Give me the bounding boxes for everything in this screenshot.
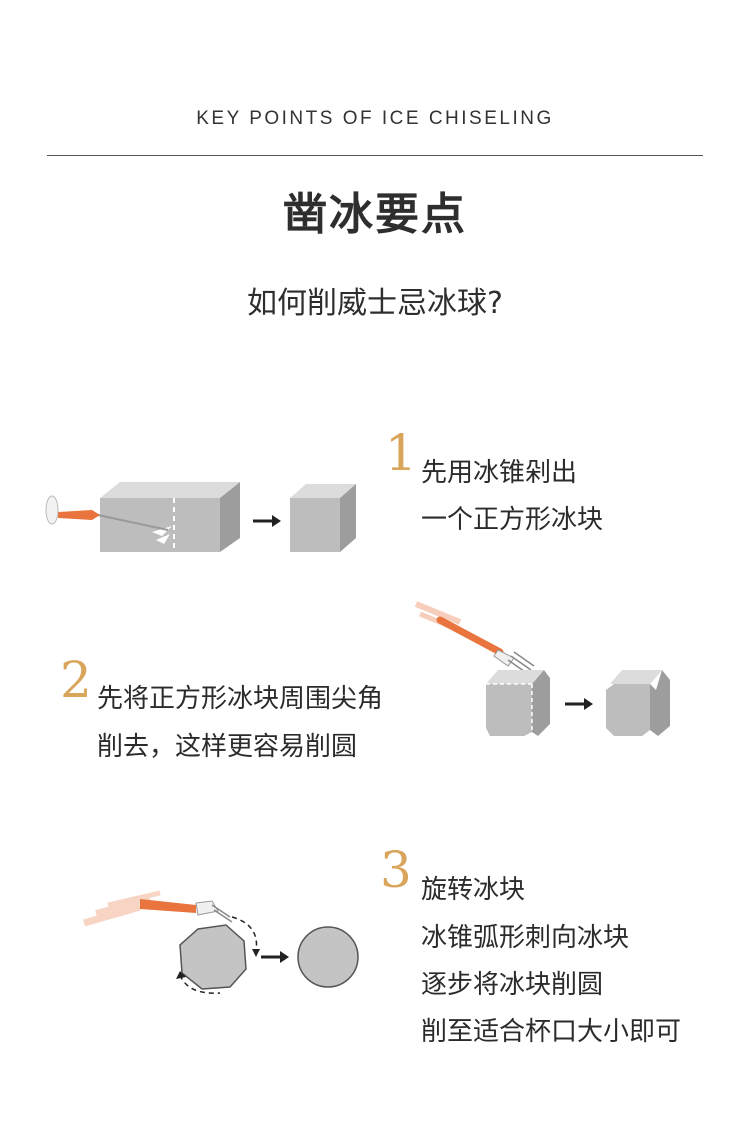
- step3-text-line-3: 逐步将冰块削圆: [421, 970, 604, 1000]
- step1-text-line-2: 一个正方形冰块: [421, 505, 604, 535]
- step-number-2: 2: [60, 651, 92, 709]
- step3-text-line-2: 冰锥弧形刺向冰块: [421, 923, 630, 953]
- step2-text-line-2: 削去，这样更容易削圆: [97, 732, 358, 762]
- step2-text-line-1: 先将正方形冰块周围尖角: [97, 684, 384, 714]
- step3-illustration: [83, 890, 359, 994]
- ice-cube-small: [290, 484, 356, 552]
- step-number-1: 1: [385, 424, 417, 482]
- step3-text-line-4: 削至适合杯口大小即可: [421, 1017, 682, 1047]
- ice-pick-icon: [45, 495, 169, 531]
- ice-block-large: [100, 482, 240, 552]
- step3-text-line-1: 旋转冰块: [421, 875, 526, 905]
- step1-text-line-1: 先用冰锥剁出: [421, 458, 578, 488]
- ice-cube-rounded: [606, 670, 670, 736]
- ice-pick-icon: [436, 616, 535, 675]
- section-subtitle-en: KEY POINTS OF ICE CHISELING: [196, 108, 554, 129]
- step1-illustration: [45, 482, 356, 552]
- divider-line: [47, 155, 703, 156]
- ice-pick-icon: [140, 899, 233, 923]
- page-title: 凿冰要点: [283, 189, 467, 240]
- arrow-right-icon: [261, 951, 289, 963]
- step2-illustration: [414, 601, 670, 736]
- step-number-3: 3: [380, 841, 412, 899]
- page-question: 如何削威士忌冰球?: [247, 286, 503, 321]
- ice-ball: [297, 926, 359, 988]
- ice-octagon: [179, 924, 247, 990]
- arrow-right-icon: [253, 515, 281, 527]
- rotation-arrow-icon: [179, 916, 258, 994]
- arrow-right-icon: [565, 698, 593, 710]
- ice-cube-chipped: [486, 670, 550, 736]
